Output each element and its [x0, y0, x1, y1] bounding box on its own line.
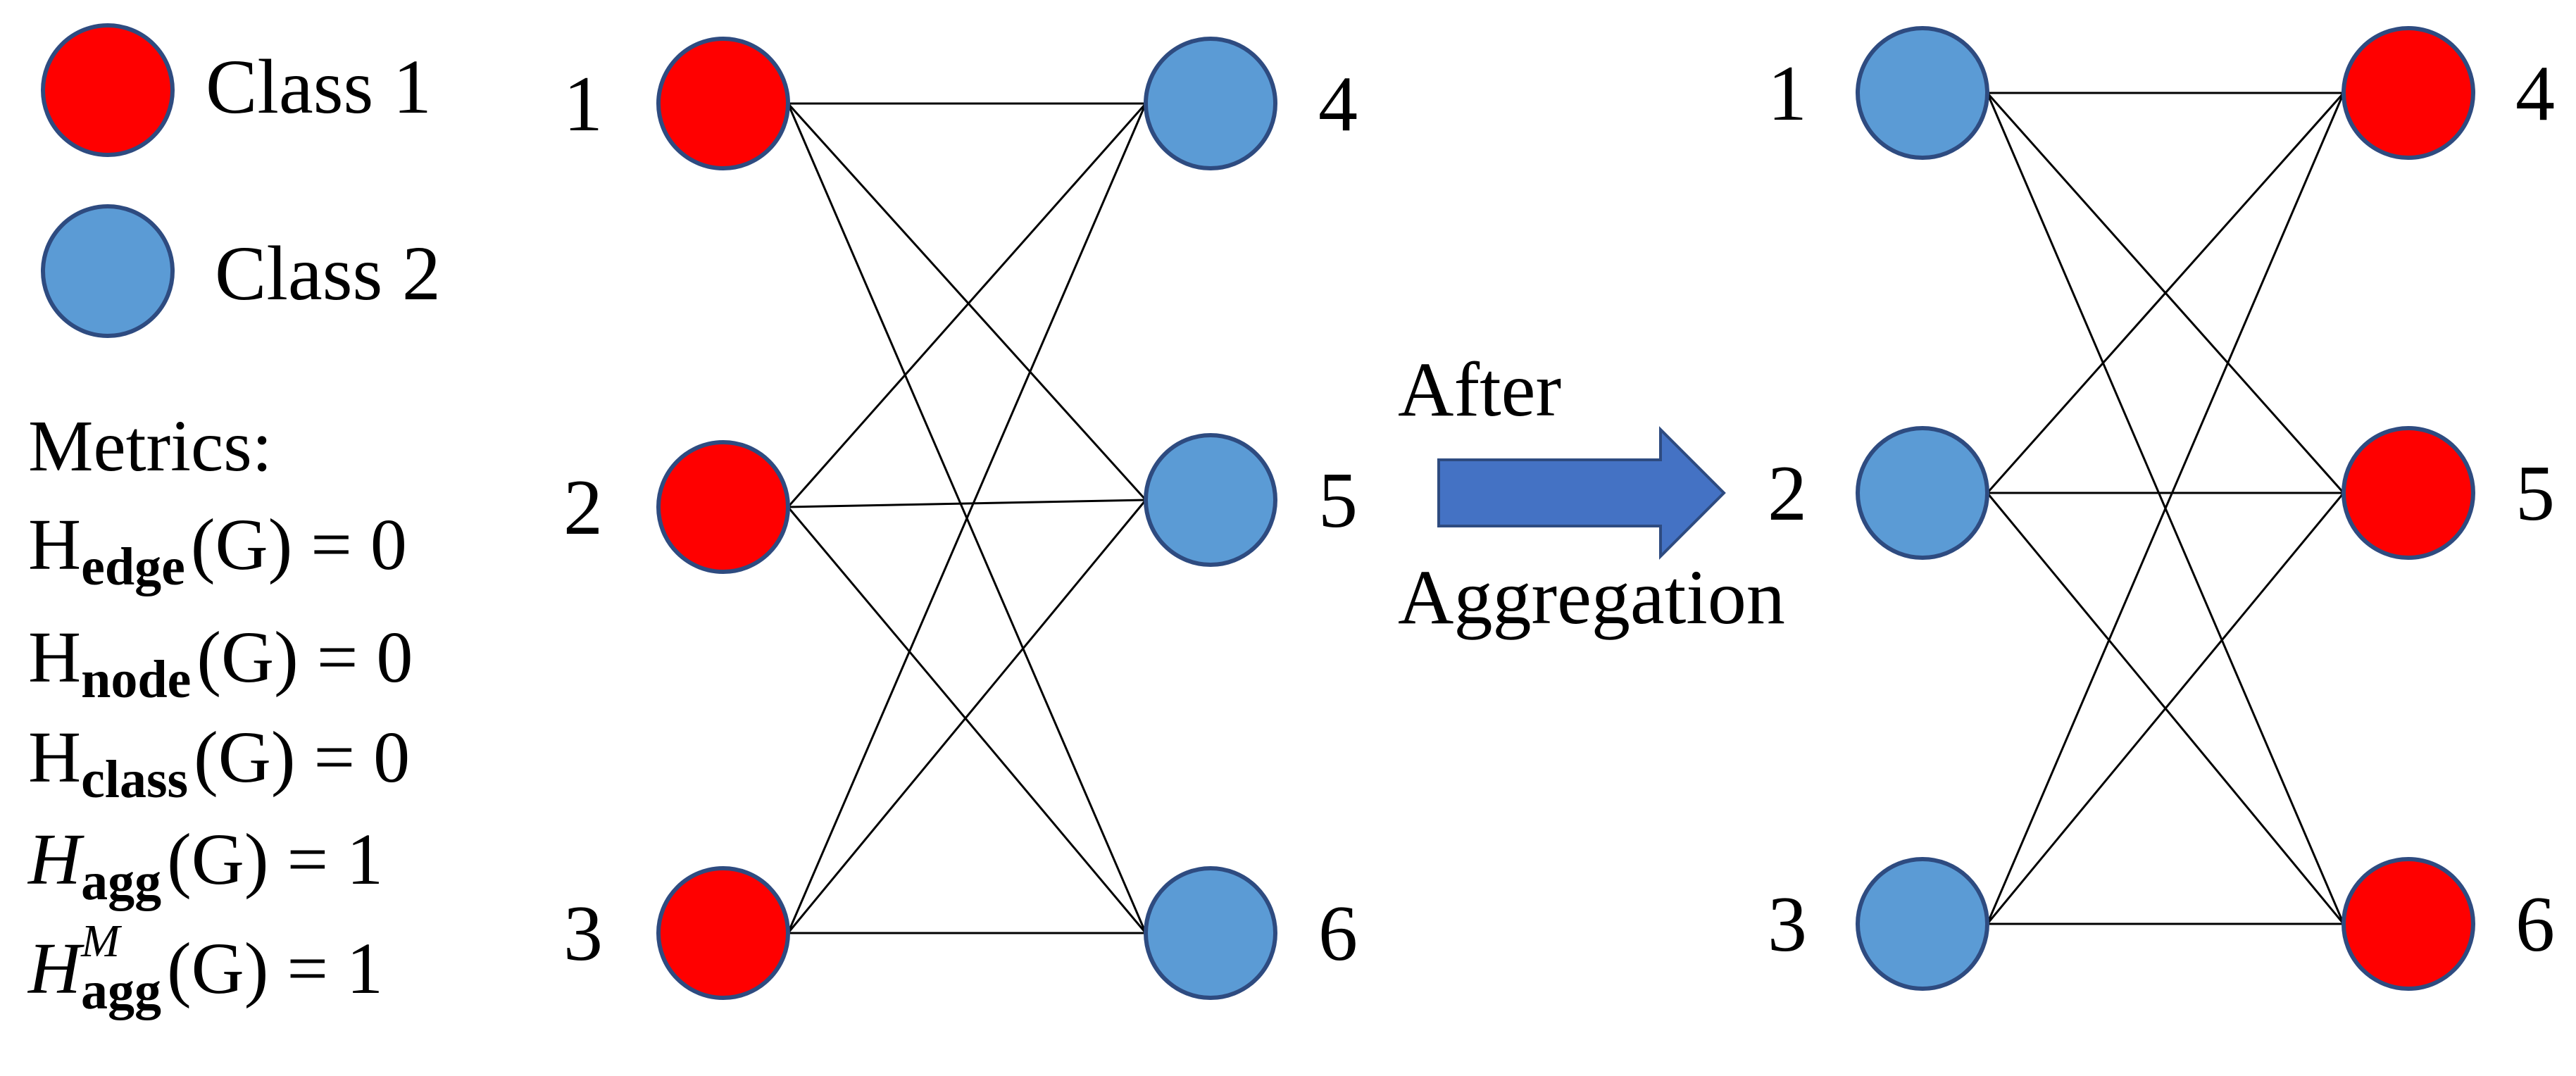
- graph-after-aggregation: 1 2 3 4 5 6: [1768, 26, 2555, 991]
- metric-h-agg-m-subscript: agg: [81, 961, 161, 1020]
- nodes-before: 1 2 3 4 5 6: [563, 37, 1358, 1000]
- node-label-6: 6: [2515, 881, 2555, 968]
- node-label-2: 2: [1768, 450, 1807, 537]
- metric-h-class-value: (G) = 0: [194, 717, 410, 798]
- metric-h-agg-subscript: agg: [81, 852, 161, 911]
- graph-before-aggregation: 1 2 3 4 5 6: [563, 37, 1358, 1000]
- metric-h-agg-m-value: (G) = 1: [167, 928, 383, 1009]
- node-label-5: 5: [1318, 457, 1358, 544]
- node-5: [2341, 426, 2475, 560]
- metric-h-edge-subscript: edge: [81, 537, 185, 596]
- node-6: [2341, 857, 2475, 991]
- node-4: [1144, 37, 1277, 170]
- node-label-4: 4: [2515, 50, 2555, 137]
- arrow-top-label: After: [1398, 346, 1561, 432]
- metric-h-edge: Hedge(G) = 0: [28, 504, 407, 596]
- node-1: [656, 37, 790, 170]
- metric-h-node: Hnode(G) = 0: [28, 617, 413, 709]
- legend: Class 1 Class 2: [41, 23, 441, 338]
- node-4: [2341, 26, 2475, 160]
- metrics-block: Metrics: Hedge(G) = 0 Hnode(G) = 0 Hclas…: [27, 406, 413, 1020]
- metric-h-class: Hclass(G) = 0: [28, 717, 410, 809]
- edge-2-4: [787, 103, 1147, 508]
- metric-h-class-subscript: class: [81, 750, 188, 809]
- metric-h-agg-m-symbol: H: [27, 928, 85, 1009]
- metric-h-agg-symbol: H: [27, 819, 85, 900]
- node-3: [656, 866, 790, 1000]
- metrics-title: Metrics:: [28, 406, 273, 487]
- edge-2-6: [787, 506, 1147, 934]
- node-5: [1144, 433, 1277, 567]
- node-label-1: 1: [1768, 50, 1807, 137]
- edge-1-5: [787, 102, 1147, 501]
- node-2: [1856, 426, 1989, 560]
- nodes-after: 1 2 3 4 5 6: [1768, 26, 2555, 991]
- metric-h-agg-m-superscript: M: [80, 915, 123, 967]
- metric-h-edge-symbol: H: [28, 504, 81, 585]
- node-2: [656, 440, 790, 574]
- metric-h-class-symbol: H: [28, 717, 81, 798]
- edge-3-4: [787, 103, 1147, 934]
- edge-2-4: [1986, 92, 2345, 494]
- edge-2-5: [787, 499, 1146, 508]
- node-label-2: 2: [563, 464, 603, 551]
- metric-h-node-symbol: H: [28, 617, 81, 698]
- legend-class1-swatch: [41, 23, 175, 157]
- edge-3-4: [1986, 92, 2345, 925]
- node-label-3: 3: [563, 890, 603, 977]
- arrow-bottom-label: Aggregation: [1398, 554, 1785, 640]
- node-label-6: 6: [1318, 890, 1358, 977]
- edges-after: [1986, 92, 2345, 925]
- arrow-right-icon: [1437, 426, 1726, 560]
- edge-3-5: [787, 499, 1147, 934]
- metric-h-edge-value: (G) = 0: [191, 504, 407, 585]
- node-label-1: 1: [563, 61, 603, 148]
- metric-h-node-value: (G) = 0: [196, 617, 413, 698]
- legend-class2-swatch: [41, 204, 175, 338]
- node-1: [1856, 26, 1989, 160]
- legend-class1-label: Class 1: [206, 44, 432, 130]
- metric-h-agg: Hagg(G) = 1: [27, 819, 383, 911]
- node-label-4: 4: [1318, 61, 1358, 148]
- node-label-3: 3: [1768, 881, 1807, 968]
- metric-h-agg-m-rest: agg(G) = 1: [81, 928, 383, 1020]
- metric-h-agg-m: HM: [27, 915, 123, 1009]
- edge-3-5: [1986, 492, 2345, 925]
- edges-before: [787, 102, 1147, 934]
- aggregation-arrow: After Aggregation: [1398, 346, 1785, 640]
- legend-class2-label: Class 2: [215, 230, 441, 316]
- metric-h-node-subscript: node: [81, 650, 191, 709]
- node-6: [1144, 866, 1277, 1000]
- node-label-5: 5: [2515, 450, 2555, 537]
- metric-h-agg-value: (G) = 1: [167, 819, 383, 900]
- node-3: [1856, 857, 1989, 991]
